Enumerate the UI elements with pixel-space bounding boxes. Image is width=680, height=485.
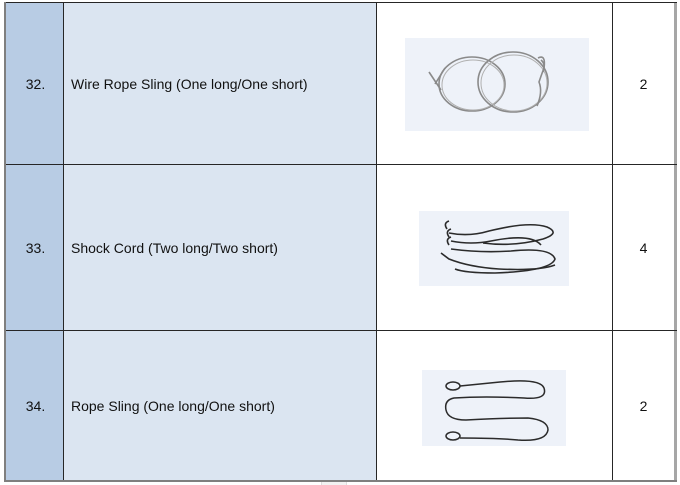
item-number: 34. bbox=[6, 331, 64, 480]
shock-cord-image bbox=[418, 210, 569, 286]
item-number: 33. bbox=[6, 165, 64, 331]
item-image-cell bbox=[377, 331, 613, 480]
rope-sling-icon bbox=[444, 379, 549, 441]
item-image-cell bbox=[377, 3, 613, 165]
table-row: 34. Rope Sling (One long/One short) 2 bbox=[6, 330, 677, 480]
equipment-table: 32. Wire Rope Sling (One long/One short) bbox=[4, 2, 677, 482]
wire-rope-sling-icon bbox=[427, 50, 549, 113]
table-row: 32. Wire Rope Sling (One long/One short) bbox=[6, 2, 677, 165]
item-description: Shock Cord (Two long/Two short) bbox=[64, 165, 377, 331]
shock-cord-icon bbox=[440, 219, 556, 274]
item-description: Wire Rope Sling (One long/One short) bbox=[64, 3, 377, 165]
rope-sling-image bbox=[421, 369, 566, 446]
table-row: 33. Shock Cord (Two long/Two short) 4 bbox=[6, 164, 677, 331]
page-edge-marker bbox=[321, 482, 347, 485]
wire-rope-sling-image bbox=[404, 37, 589, 131]
item-number: 32. bbox=[6, 3, 64, 165]
item-quantity: 4 bbox=[613, 165, 677, 331]
item-description: Rope Sling (One long/One short) bbox=[64, 331, 377, 480]
item-image-cell bbox=[377, 165, 613, 331]
item-quantity: 2 bbox=[613, 331, 677, 480]
item-quantity: 2 bbox=[613, 3, 677, 165]
